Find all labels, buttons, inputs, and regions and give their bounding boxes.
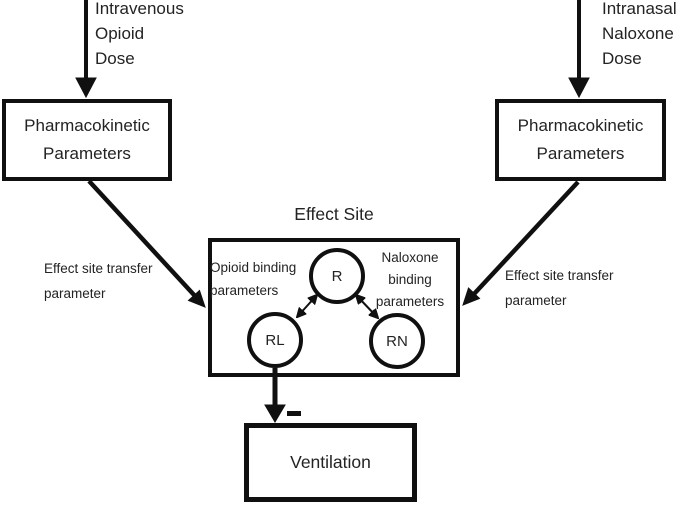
transfer-parameter-label-left: Effect site transfer parameter bbox=[44, 261, 153, 301]
transfer-parameter-label-right: Effect site transfer parameter bbox=[505, 268, 614, 308]
r-rn-exchange-arrow bbox=[357, 296, 377, 317]
iv-dose-arrow bbox=[75, 0, 97, 99]
transfer-arrow-left bbox=[87, 179, 206, 308]
pk-parameters-box-left: Pharmacokinetic Parameters bbox=[2, 99, 172, 181]
receptor-node-rn-label: RN bbox=[386, 332, 408, 350]
naloxone-binding-parameters-label: Naloxone binding parameters bbox=[375, 250, 445, 309]
opioid-binding-parameters-label: Opioid binding parameters bbox=[210, 260, 297, 298]
receptor-node-r-label: R bbox=[331, 267, 343, 285]
iv-opioid-dose-label: Intravenous Opioid Dose bbox=[95, 0, 184, 68]
pk-parameters-box-right: Pharmacokinetic Parameters bbox=[495, 99, 666, 181]
effect-site-title: Effect Site bbox=[294, 204, 374, 224]
ventilation-box: Ventilation bbox=[244, 423, 417, 502]
minus-icon bbox=[287, 411, 301, 416]
intranasal-naloxone-dose-label: Intranasal Naloxone Dose bbox=[602, 0, 677, 68]
receptor-node-rn: RN bbox=[369, 313, 425, 369]
effect-site-box bbox=[208, 238, 460, 377]
receptor-node-r: R bbox=[309, 248, 365, 304]
intranasal-dose-arrow bbox=[568, 0, 590, 99]
receptor-node-rl-label: RL bbox=[265, 331, 285, 349]
receptor-node-rl: RL bbox=[247, 312, 303, 368]
r-rl-exchange-arrow bbox=[298, 296, 316, 316]
transfer-arrow-right bbox=[462, 180, 580, 306]
